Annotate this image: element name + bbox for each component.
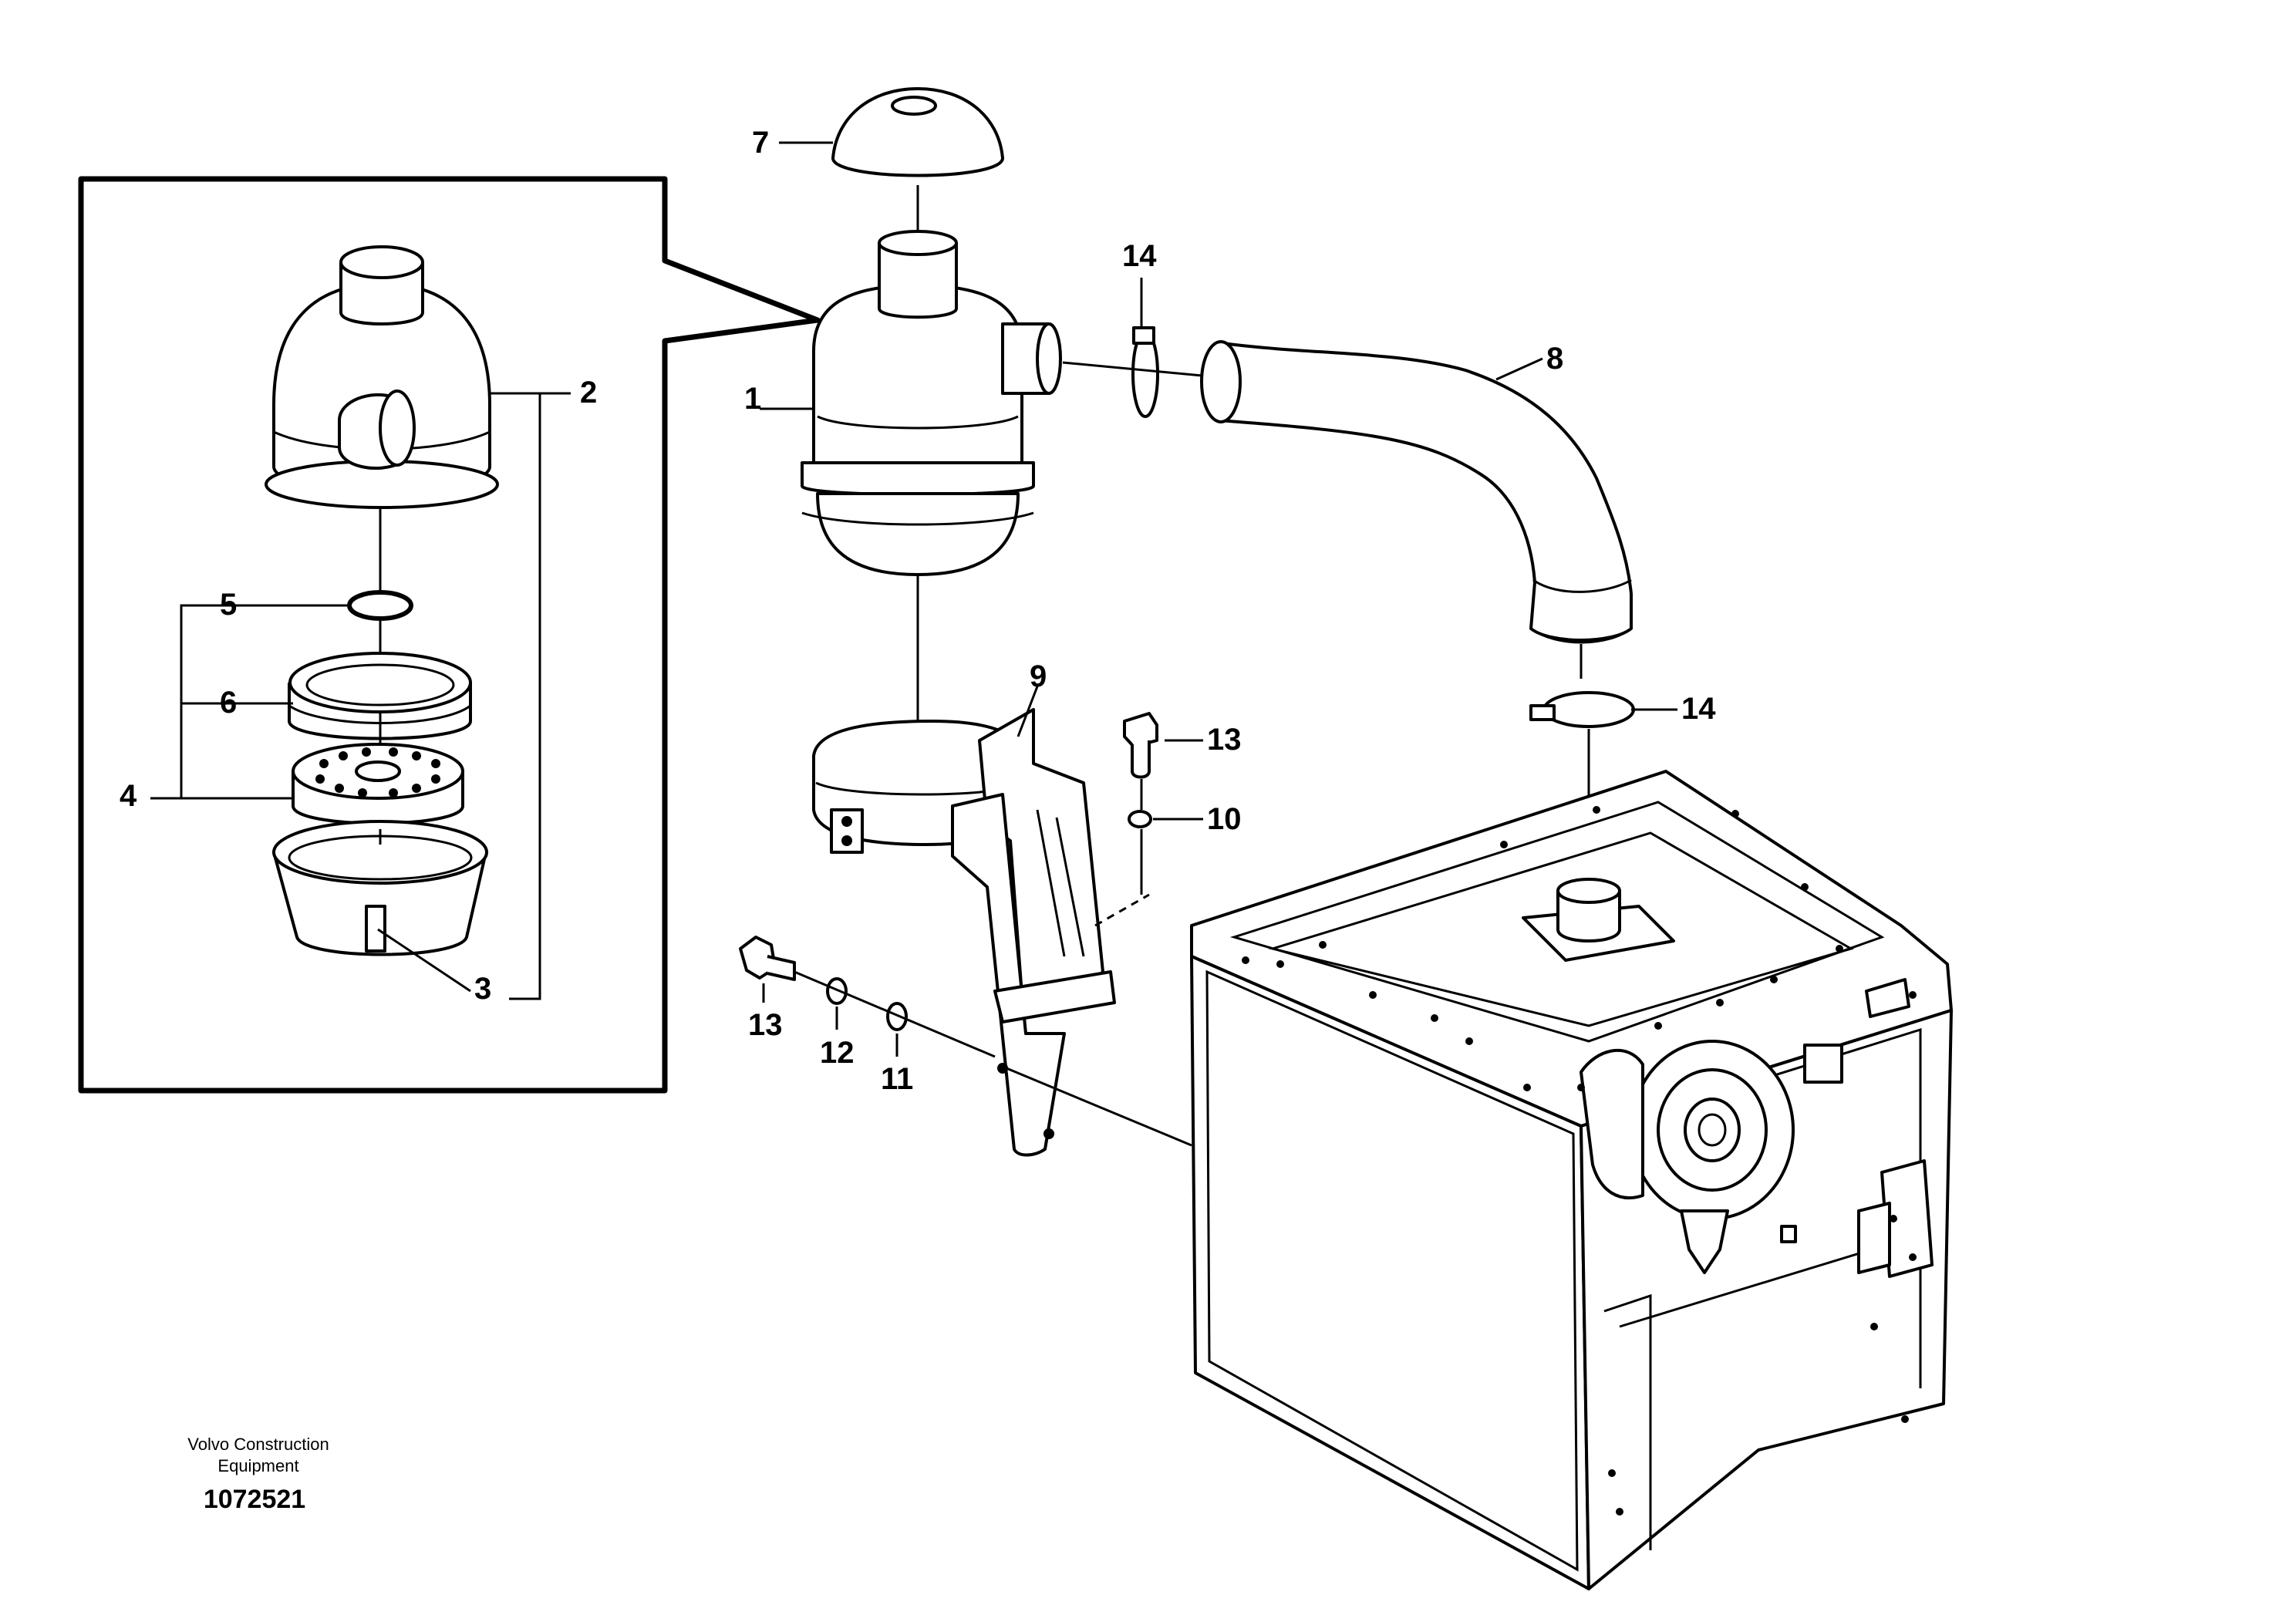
callout-3: 3 bbox=[474, 972, 491, 1006]
dust-cup bbox=[272, 820, 488, 956]
callout-labels: 1 2 3 4 5 6 7 8 9 10 11 12 13 13 14 14 bbox=[120, 126, 1716, 1096]
callout-13-lower: 13 bbox=[748, 1008, 783, 1042]
callout-10: 10 bbox=[1207, 802, 1242, 836]
intake-hose bbox=[1200, 340, 1633, 679]
inset-leader-lines bbox=[150, 392, 571, 1000]
drawing-number: 1072521 bbox=[204, 1485, 305, 1514]
company-name-line1: Volvo Construction bbox=[187, 1435, 329, 1454]
callout-13-upper: 13 bbox=[1207, 723, 1242, 757]
perforated-disc bbox=[292, 743, 464, 825]
callout-7: 7 bbox=[752, 126, 769, 160]
mounting-bracket bbox=[951, 708, 1116, 1157]
callout-9: 9 bbox=[1030, 659, 1047, 693]
bolt-upper bbox=[1123, 712, 1158, 779]
callout-8: 8 bbox=[1546, 342, 1563, 376]
callout-12: 12 bbox=[820, 1036, 855, 1070]
callout-14-lower: 14 bbox=[1681, 692, 1716, 726]
callout-5: 5 bbox=[220, 588, 237, 622]
company-name-line2: Equipment bbox=[217, 1456, 298, 1475]
air-cleaner bbox=[801, 230, 1062, 576]
filter-element bbox=[288, 652, 472, 740]
seal-ring bbox=[347, 590, 413, 621]
bolt-path-dashed bbox=[1094, 893, 1150, 927]
drawing-footer: Volvo Construction Equipment 1072521 bbox=[187, 1435, 329, 1514]
bolt-lower-axis bbox=[794, 970, 996, 1058]
bolt-lower bbox=[739, 936, 796, 981]
washer-lower-11 bbox=[886, 1002, 908, 1031]
callout-6: 6 bbox=[220, 686, 237, 720]
washer-upper bbox=[1128, 779, 1152, 895]
rain-cap bbox=[831, 87, 1004, 233]
callout-leaders bbox=[760, 141, 1677, 1057]
callout-1: 1 bbox=[744, 382, 761, 416]
callout-11: 11 bbox=[881, 1062, 913, 1096]
filter-housing-cover bbox=[265, 245, 499, 509]
callout-2: 2 bbox=[580, 376, 597, 410]
callout-4: 4 bbox=[120, 779, 137, 813]
bracket-to-frame-line bbox=[1006, 1067, 1192, 1147]
washer-lower-12 bbox=[826, 977, 848, 1005]
hose-clamp-upper bbox=[1062, 326, 1227, 418]
detail-inset-frame bbox=[78, 176, 821, 1094]
frame-enclosure bbox=[1190, 770, 1953, 1590]
callout-14-upper: 14 bbox=[1122, 239, 1157, 273]
